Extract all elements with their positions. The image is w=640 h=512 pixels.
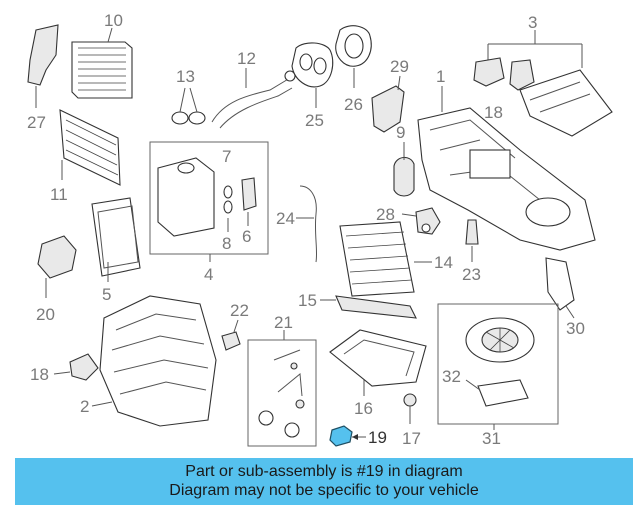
callout-18a: 18: [30, 365, 49, 384]
callout-6: 6: [242, 227, 251, 246]
callout-24: 24: [276, 209, 295, 228]
callout-11: 11: [50, 185, 68, 204]
callout-19: 19: [368, 428, 387, 447]
part-28-expansion-valve: [401, 207, 441, 235]
callout-8: 8: [222, 234, 231, 253]
part-13-o-rings: [171, 87, 206, 125]
callout-21: 21: [274, 313, 293, 332]
part-20-control-module: [37, 235, 77, 298]
callout-22: 22: [230, 301, 249, 320]
callout-2: 2: [80, 397, 89, 416]
info-banner: Part or sub-assembly is #19 in diagram D…: [15, 458, 633, 505]
callout-5: 5: [102, 285, 111, 304]
part-25-gasket: [291, 42, 334, 108]
banner-line-part: Part or sub-assembly is #19 in diagram: [185, 463, 463, 480]
callout-10: 10: [104, 11, 123, 30]
callout-28: 28: [376, 205, 395, 224]
callout-13: 13: [176, 67, 195, 86]
callout-32: 32: [442, 367, 461, 386]
callout-4: 4: [204, 265, 213, 284]
callout-27: 27: [27, 113, 46, 132]
part-26-seal: [335, 25, 372, 88]
callout-16: 16: [354, 399, 373, 418]
part-18-mount-bracket: [53, 353, 99, 381]
part-4-filter-housing-group: [149, 141, 269, 262]
callout-1: 1: [436, 67, 445, 86]
callout-15: 15: [298, 291, 317, 310]
part-19-highlighted-component: [329, 425, 366, 447]
part-1-hvac-housing: [417, 86, 596, 251]
callout-12: 12: [237, 49, 256, 68]
part-15-seal-strip: [320, 295, 417, 319]
callout-25: 25: [305, 111, 324, 130]
part-5-cabin-filter: [91, 197, 141, 282]
callout-26: 26: [344, 95, 363, 114]
part-3-actuators: [473, 30, 613, 137]
part-22-connector: [221, 319, 241, 351]
part-12-refrigerant-lines: [211, 68, 296, 129]
callout-3: 3: [528, 13, 537, 32]
part-14-air-filter: [339, 221, 432, 297]
part-31-blower-motor-group: [437, 303, 559, 430]
callout-7: 7: [222, 147, 231, 166]
callout-20: 20: [36, 305, 55, 324]
part-16-tray: [329, 329, 427, 396]
part-29-bracket: [371, 75, 405, 133]
part-23-sensor: [465, 219, 479, 262]
callout-17: 17: [402, 429, 421, 448]
callout-31: 31: [482, 429, 501, 448]
part-10-heater-core: [71, 27, 133, 99]
banner-line-disclaimer: Diagram may not be specific to your vehi…: [169, 482, 479, 499]
part-21-hardware-kit: [247, 330, 317, 447]
part-11-evaporator: [59, 109, 121, 186]
part-27-bracket: [27, 24, 59, 108]
callout-9: 9: [396, 123, 405, 142]
part-30-duct-bracket: [545, 257, 575, 319]
callout-14: 14: [434, 253, 453, 272]
part-2-lower-housing: [91, 295, 217, 427]
callout-18b: 18: [484, 103, 503, 122]
part-17-sensor: [403, 393, 417, 424]
callout-29: 29: [390, 57, 409, 76]
callout-23: 23: [462, 265, 481, 284]
part-9-sensor: [393, 142, 415, 197]
callout-30: 30: [566, 319, 585, 338]
part-24-drain-hose: [296, 185, 318, 263]
